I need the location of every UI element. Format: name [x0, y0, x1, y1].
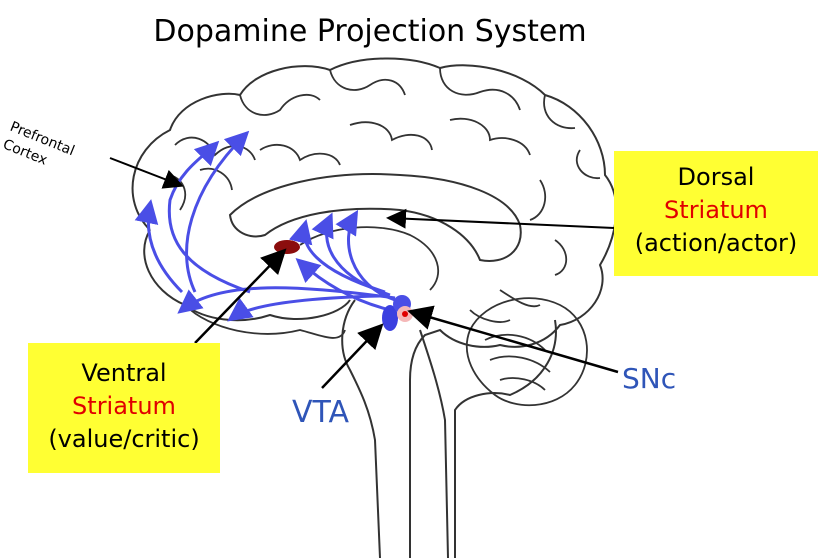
- vta-pointer: [321, 323, 384, 389]
- snc-dot: [402, 311, 408, 317]
- vta-nucleus: [382, 305, 398, 331]
- dorsal-line3: (action/actor): [634, 229, 798, 257]
- corpus-callosum: [228, 173, 522, 262]
- brainstem: [341, 299, 449, 558]
- pathway-prefrontal-2: [185, 130, 250, 293]
- ventral-striatum-box: Ventral Striatum (value/critic): [28, 343, 220, 473]
- prefrontal-pointer: [109, 157, 184, 189]
- dopamine-pathways: [134, 130, 396, 322]
- pathway-prefrontal-1: [167, 140, 251, 294]
- dorsal-line1: Dorsal: [677, 163, 755, 191]
- diagram-title: Dopamine Projection System: [153, 14, 587, 49]
- ventral-line3: (value/critic): [48, 425, 200, 453]
- cerebellum: [465, 297, 588, 407]
- mesolimbic-1: [295, 257, 391, 312]
- ventral-striatum-marker: [274, 240, 300, 254]
- mesocortical-pathway: [177, 286, 396, 314]
- temporal-lobe: [184, 304, 346, 339]
- ventral-line2: Striatum: [72, 392, 176, 420]
- dorsal-line2: Striatum: [664, 196, 768, 224]
- snc-label: SNc: [622, 362, 677, 395]
- nigrostriatal-3: [289, 219, 386, 294]
- snc-pointer: [407, 305, 619, 374]
- gyri: [169, 67, 601, 323]
- dorsal-striatum-box: Dorsal Striatum (action/actor): [614, 151, 818, 276]
- vta-label: VTA: [292, 395, 350, 430]
- dorsal-pointer: [386, 208, 615, 229]
- ventral-pointer: [194, 248, 287, 344]
- pathway-prefrontal-3: [134, 199, 184, 294]
- fornix: [299, 226, 440, 291]
- ventral-line1: Ventral: [81, 359, 167, 387]
- brain-outline: [131, 57, 618, 558]
- nigrostriatal-1: [335, 209, 396, 302]
